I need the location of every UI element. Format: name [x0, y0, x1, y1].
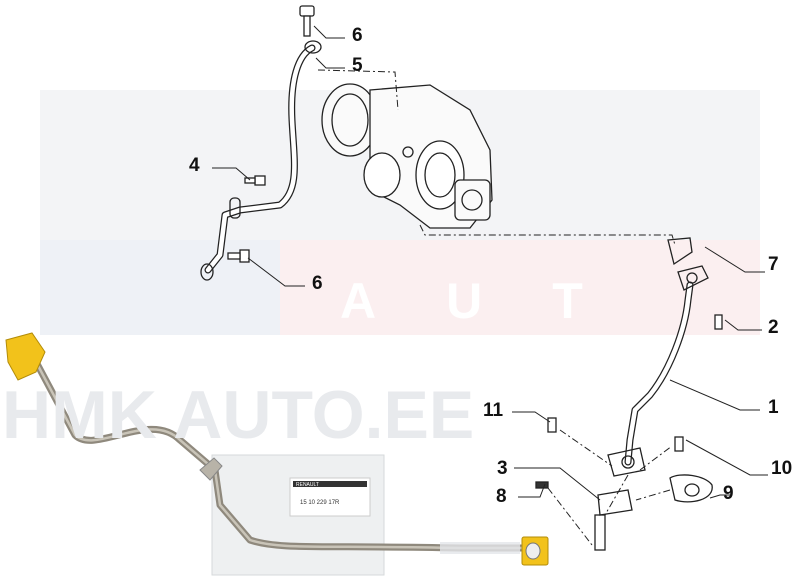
leader-lines	[212, 25, 768, 501]
watermark-aut: AUT	[340, 273, 653, 329]
callout-7: 7	[768, 254, 779, 275]
assembly-line-10	[639, 445, 673, 471]
yellow-cap-left	[5, 332, 46, 381]
assembly-line-8	[547, 487, 593, 546]
callout-8: 8	[496, 486, 507, 507]
small-bolts	[535, 314, 723, 489]
callout-9: 9	[723, 483, 734, 504]
callout-2: 2	[768, 317, 779, 338]
watermark-text: HMK AUTO.EE	[2, 377, 474, 453]
callout-6-lower: 6	[312, 273, 323, 294]
callout-3: 3	[497, 458, 508, 479]
callout-6-top: 6	[352, 25, 363, 46]
part-number-label: 15 10 229 17R	[300, 500, 340, 506]
bolt-6-lower	[227, 249, 250, 263]
assembly-line-7	[419, 224, 676, 246]
assembly-line-5	[317, 69, 399, 111]
lower-oil-pipe	[594, 237, 713, 551]
banjo-bolt-top	[299, 5, 315, 37]
callout-11: 11	[483, 400, 504, 421]
callout-4: 4	[189, 155, 200, 176]
assembly-line-11	[559, 429, 613, 467]
bolt-4	[244, 175, 266, 186]
assembly-line-9	[635, 489, 671, 501]
turbocharger	[321, 83, 493, 229]
callout-5: 5	[352, 55, 363, 76]
callout-1: 1	[768, 397, 779, 418]
product-photo: RENAULT 15 10 229 17R	[5, 332, 549, 576]
callout-10: 10	[771, 458, 792, 479]
upper-oil-pipe	[200, 40, 322, 281]
assembly-line-3	[604, 474, 629, 516]
package-brand: RENAULT	[296, 482, 319, 488]
